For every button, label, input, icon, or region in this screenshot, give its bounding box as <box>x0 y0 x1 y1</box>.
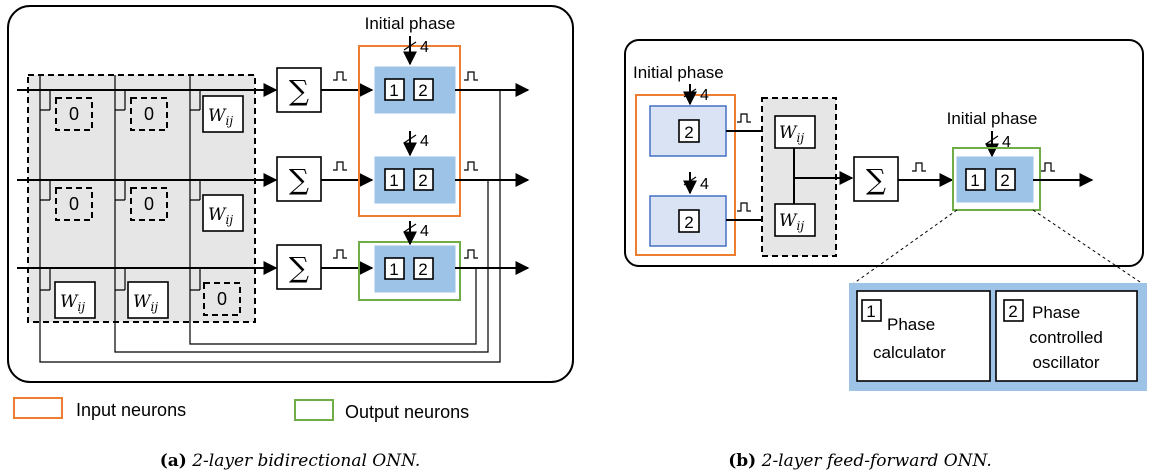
weight-label: Wij <box>133 292 158 314</box>
weight-label: Wij <box>208 106 233 128</box>
sum-block <box>276 244 322 290</box>
bus-width-label: 4 <box>700 176 709 193</box>
bus-width-label: 4 <box>420 39 429 56</box>
neuron-block: 1 2 <box>374 66 456 114</box>
pulse-icon <box>464 249 478 259</box>
svg-text:1: 1 <box>866 302 875 321</box>
caption-b: (b) 2-layer feed-forward ONN. <box>728 451 992 471</box>
bus-width-label: 4 <box>420 133 429 150</box>
zero-label: 0 <box>69 194 79 214</box>
weight-label: Wij <box>779 123 804 145</box>
panel-a: 0 0 Wij 0 0 Wij Wij Wij 0 ∑ ∑ ∑ <box>7 5 574 383</box>
pulse-icon <box>1041 162 1055 172</box>
bus-width-label: 4 <box>420 223 429 240</box>
svg-text:2: 2 <box>418 260 427 279</box>
feedback-wire <box>39 90 501 363</box>
pco-label: controlled <box>1029 328 1103 347</box>
neuron-block: 1 2 <box>374 245 456 293</box>
neuron-detail: 1 Phase calculator 2 Phase controlled os… <box>849 283 1147 391</box>
initial-phase-label: Initial phase <box>365 14 456 33</box>
legend-input-label: Input neurons <box>76 400 186 420</box>
zero-cell <box>130 187 168 221</box>
legend-input-swatch <box>13 397 63 419</box>
weight-cell <box>54 281 96 319</box>
weight-cell <box>774 203 816 237</box>
zero-label: 0 <box>144 104 154 124</box>
weight-label: Wij <box>208 205 233 227</box>
pulse-icon <box>737 202 751 212</box>
pulse-icon <box>912 162 926 172</box>
zero-cell <box>55 97 93 131</box>
svg-text:2: 2 <box>418 81 427 100</box>
pco-label: oscillator <box>1032 353 1099 372</box>
zero-label: 0 <box>144 194 154 214</box>
sum-block <box>276 67 322 113</box>
initial-phase-label: Initial phase <box>633 63 724 82</box>
phase-calculator-label: calculator <box>873 343 946 362</box>
legend-output-label: Output neurons <box>345 402 469 422</box>
feedback-wire <box>114 180 489 353</box>
pco-label: Phase <box>1032 303 1080 322</box>
sum-symbol: ∑ <box>289 251 309 284</box>
svg-text:2: 2 <box>418 171 427 190</box>
weight-label: Wij <box>779 211 804 233</box>
pulse-icon <box>333 161 347 171</box>
neuron-block: 1 2 <box>374 156 456 204</box>
pulse-icon <box>333 249 347 259</box>
panel-b: Initial phase 4 2 4 2 Wij Wij ∑ <box>624 39 1147 391</box>
weight-cell <box>202 194 244 232</box>
initial-phase-label: Initial phase <box>947 109 1038 128</box>
weight-label: Wij <box>60 292 85 314</box>
sum-block <box>853 156 899 202</box>
panel-a-frame <box>7 5 574 383</box>
zero-cell <box>130 97 168 131</box>
feedback-wire <box>189 268 477 345</box>
pulse-icon <box>737 113 751 123</box>
legend: Input neurons Output neurons <box>13 397 469 422</box>
phase-calculator-label: Phase <box>887 315 935 334</box>
weight-cell <box>127 281 169 319</box>
pulse-icon <box>464 161 478 171</box>
legend-output-swatch <box>294 399 334 421</box>
panel-b-frame <box>624 39 1144 267</box>
sum-symbol: ∑ <box>866 163 886 196</box>
svg-text:2: 2 <box>1008 302 1017 321</box>
weight-cell <box>774 115 816 149</box>
svg-text:2: 2 <box>684 213 693 232</box>
pulse-icon <box>333 71 347 81</box>
zero-label: 0 <box>217 289 227 309</box>
zero-label: 0 <box>69 104 79 124</box>
svg-text:1: 1 <box>389 171 398 190</box>
caption-a: (a) 2-layer bidirectional ONN. <box>160 451 421 471</box>
svg-text:1: 1 <box>970 171 979 190</box>
weight-cell <box>202 95 244 133</box>
bus-width-label: 4 <box>1002 134 1011 151</box>
sum-symbol: ∑ <box>289 163 309 196</box>
svg-text:1: 1 <box>389 260 398 279</box>
svg-text:2: 2 <box>1000 171 1009 190</box>
svg-text:2: 2 <box>684 123 693 142</box>
zero-cell <box>203 282 241 316</box>
sum-symbol: ∑ <box>289 74 309 107</box>
bus-width-label: 4 <box>700 87 709 104</box>
svg-text:1: 1 <box>389 81 398 100</box>
zero-cell <box>55 187 93 221</box>
pulse-icon <box>464 71 478 81</box>
